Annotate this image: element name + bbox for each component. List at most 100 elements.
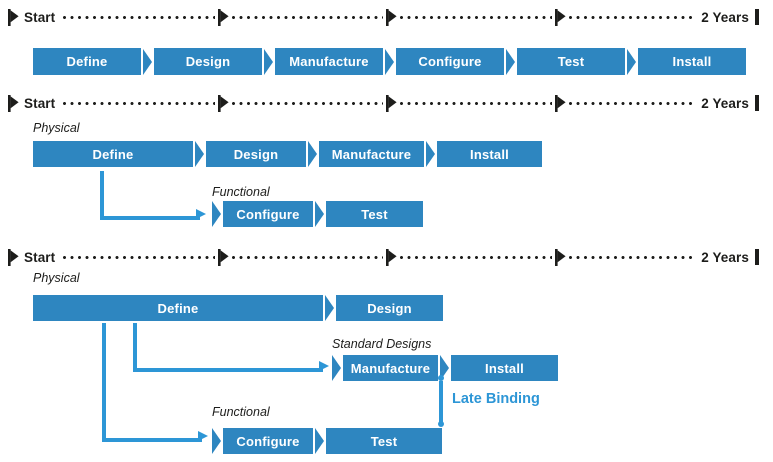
milestone-flag-icon	[386, 248, 397, 266]
phase-box-install: Install	[451, 355, 558, 381]
phase-label: Test	[557, 54, 585, 69]
phase-row-sequential: Define Design Manufacture Configure Test…	[33, 48, 746, 75]
phase-label: Manufacture	[350, 360, 431, 376]
phase-label: Design	[233, 146, 279, 162]
arrowhead-icon	[196, 208, 206, 219]
flow-arrow-define-to-functional	[102, 323, 202, 442]
timeline-end-bar	[755, 95, 759, 111]
timeline-dotted-line	[231, 255, 384, 259]
milestone-flag-icon	[554, 94, 566, 112]
timeline-start-label: Start	[24, 249, 56, 265]
timeline-dotted-line	[568, 101, 694, 105]
phase-row-functional: Configure Test	[210, 201, 423, 227]
timeline-dotted-line	[63, 15, 215, 19]
timeline-end-label: 2 Years	[701, 9, 749, 25]
late-binding-endpoint-dot	[438, 375, 444, 381]
phase-label: Define	[157, 300, 199, 316]
phase-box-define: Define	[33, 141, 193, 167]
chevron-separator-icon	[504, 48, 517, 75]
phase-label: Install	[672, 54, 712, 69]
phase-label: Configure	[236, 206, 300, 222]
timeline-dotted-line	[400, 255, 552, 259]
phase-box-install: Install	[638, 48, 746, 75]
phase-box-design: Design	[206, 141, 306, 167]
phase-box-test: Test	[326, 201, 423, 227]
flow-arrow-define-to-standard-designs	[133, 323, 323, 372]
chevron-separator-icon	[141, 48, 154, 75]
phase-box-configure: Configure	[223, 201, 313, 227]
chevron-separator-icon	[438, 355, 451, 381]
timeline-dotted-line	[568, 255, 694, 259]
phase-box-define: Define	[33, 295, 323, 321]
phase-row-physical: Define Design	[33, 295, 443, 321]
phase-label: Test	[370, 433, 398, 449]
chevron-separator-icon	[193, 141, 206, 167]
phase-row-standard-designs: Manufacture Install	[330, 355, 558, 381]
group-label-standard-designs: Standard Designs	[332, 337, 432, 351]
phase-label: Design	[185, 54, 231, 69]
phase-label: Manufacture	[289, 54, 369, 69]
phase-box-test: Test	[517, 48, 625, 75]
phase-label: Configure	[236, 433, 300, 449]
timeline-end-label: 2 Years	[701, 249, 749, 265]
chevron-separator-icon	[424, 141, 437, 167]
late-binding-endpoint-dot	[438, 421, 444, 427]
phase-box-design: Design	[154, 48, 262, 75]
chevron-separator-icon	[330, 355, 343, 381]
phase-label: Design	[367, 300, 412, 316]
timeline-start-label: Start	[24, 95, 56, 111]
timeline-dotted-line	[568, 15, 694, 19]
group-label-physical: Physical	[33, 271, 80, 285]
phase-label: Install	[485, 360, 524, 376]
phase-label: Configure	[418, 54, 482, 69]
chevron-separator-icon	[313, 201, 326, 227]
milestone-flag-icon	[8, 94, 19, 112]
flow-arrow-define-to-functional	[100, 171, 200, 220]
milestone-flag-icon	[217, 248, 229, 266]
chevron-separator-icon	[323, 295, 336, 321]
milestone-flag-icon	[8, 248, 19, 266]
timeline-1: Start 2 Years	[8, 8, 759, 26]
milestone-flag-icon	[554, 248, 566, 266]
chevron-separator-icon	[210, 428, 223, 454]
phase-box-define: Define	[33, 48, 141, 75]
phase-box-test: Test	[326, 428, 442, 454]
chevron-separator-icon	[306, 141, 319, 167]
timeline-end-bar	[755, 249, 759, 265]
phase-box-manufacture: Manufacture	[319, 141, 424, 167]
phase-box-manufacture: Manufacture	[343, 355, 438, 381]
phase-row-functional: Configure Test	[210, 428, 442, 454]
timeline-dotted-line	[231, 101, 384, 105]
timeline-dotted-line	[63, 255, 215, 259]
phase-box-manufacture: Manufacture	[275, 48, 383, 75]
phase-row-physical: Define Design Manufacture Install	[33, 141, 542, 167]
phase-label: Test	[361, 206, 388, 222]
chevron-separator-icon	[262, 48, 275, 75]
phase-label: Define	[66, 54, 108, 69]
timeline-dotted-line	[400, 15, 552, 19]
milestone-flag-icon	[386, 94, 397, 112]
milestone-flag-icon	[217, 94, 229, 112]
timeline-end-bar	[755, 9, 759, 25]
phase-label: Manufacture	[331, 146, 412, 162]
arrowhead-icon	[319, 360, 329, 371]
milestone-flag-icon	[386, 8, 397, 26]
timeline-end-label: 2 Years	[701, 95, 749, 111]
group-label-functional: Functional	[212, 185, 270, 199]
phase-box-configure: Configure	[396, 48, 504, 75]
arrowhead-icon	[198, 430, 208, 441]
timeline-3: Start 2 Years	[8, 248, 759, 266]
late-binding-connector	[439, 381, 443, 423]
milestone-flag-icon	[217, 8, 229, 26]
phase-label: Install	[470, 146, 509, 162]
milestone-flag-icon	[8, 8, 19, 26]
timeline-start-label: Start	[24, 9, 56, 25]
timeline-dotted-line	[400, 101, 552, 105]
timeline-2: Start 2 Years	[8, 94, 759, 112]
chevron-separator-icon	[383, 48, 396, 75]
phase-label: Define	[92, 146, 134, 162]
chevron-separator-icon	[313, 428, 326, 454]
phase-box-install: Install	[437, 141, 542, 167]
timeline-dotted-line	[63, 101, 215, 105]
